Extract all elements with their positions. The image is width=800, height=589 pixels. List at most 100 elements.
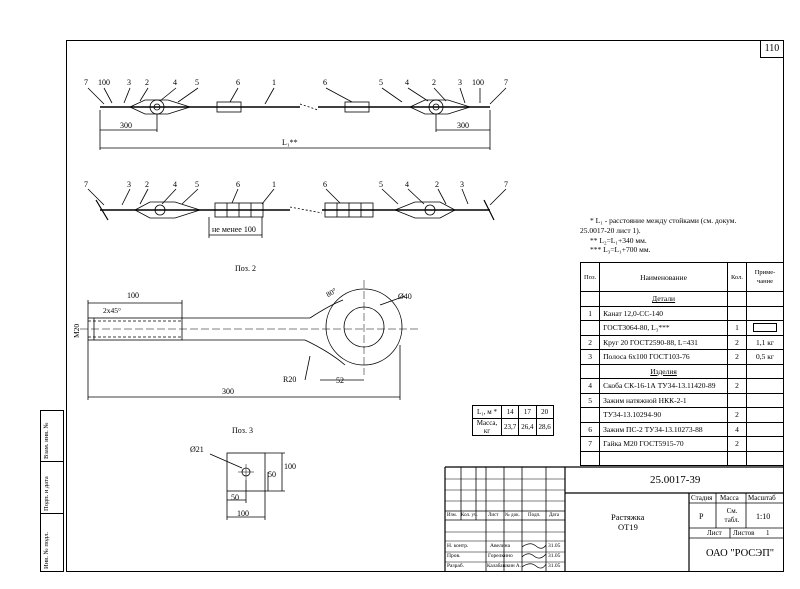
lbl-mid-6a: 6 [236,180,240,189]
tb-stage-header: Стадия [691,494,713,502]
lbl-top-1: 1 [272,78,276,87]
tb-name-3: Калабашкин А. [487,563,521,569]
lbl-top-2a: 2 [145,78,149,87]
tb-stage-value: Р [699,512,704,521]
spec-header-qty: Кол. [726,262,748,292]
note-line-4: *** L₃=L₁+700 мм. [590,245,651,254]
spec-section-products: Изделия [599,363,728,379]
spec-item-name: ТУ34-13.10294-90 [599,407,728,423]
note-line-1: * L₁ - расстояние между стойками (см. до… [590,216,737,225]
spec-qty: 2 [726,334,748,350]
tb-h-izm: Изм. [447,513,457,518]
spec-item-name: Гайка М20 ГОСТ5915-70 [599,436,728,452]
pos3-title: Поз. 3 [232,426,253,435]
pos2-title: Поз. 2 [235,264,256,273]
dim-300-left: 300 [120,121,132,130]
mass-header-14: 14 [500,405,520,419]
dim-l1: L₁** [282,138,298,147]
lbl-top-4b: 4 [405,78,409,87]
spec-qty: 1 [726,320,748,336]
lbl-mid-3a: 3 [127,180,131,189]
mass-header-20: 20 [535,405,554,419]
spec-item-name: Полоса 6х100 ГОСТ103-76 [599,349,728,365]
tb-sheet-header: Лист [707,529,722,537]
spec-item-name: Канат 12,0-СС-140 [599,305,728,321]
lbl-top-5b: 5 [379,78,383,87]
spec-header-pos: Поз. [579,262,601,292]
signature-marks [521,543,547,569]
spec-header-note: Приме-чание [746,262,784,292]
tb-sheets-value: 1 [766,529,770,537]
spec-item-name: ГОСТ3064-80, L₃*** [599,320,728,336]
dim-300-right: 300 [457,121,469,130]
pos3-dim-100-h: 100 [237,509,249,518]
tb-role-prov: Пров. [447,553,461,559]
pos3-dim-50-h: 50 [231,493,239,502]
spec-pos: 6 [579,421,601,437]
spec-note: 1,1 кг [746,334,784,350]
spec-item-name: Зажим натяжной НКК-2-1 [599,392,728,408]
note-line-3: ** L₂=L₁+340 мм. [590,236,647,245]
specification-table: Поз. Наименование Кол. Приме-чание Детал… [579,262,784,466]
lbl-mid-2b: 2 [435,180,439,189]
spec-pos: 7 [579,436,601,452]
lbl-mid-7b: 7 [504,180,508,189]
tb-date-2: 31.05 [548,553,561,559]
pos2-r20: R20 [283,375,297,384]
lbl-mid-4a: 4 [173,180,177,189]
mass-row-label: Масса, кг [472,418,502,436]
page-number: 110 [760,41,783,58]
dim-min-100: не менее 100 [212,225,256,234]
lbl-top-7a: 7 [84,78,88,87]
lbl-mid-1: 1 [272,180,276,189]
pos2-m20: M20 [72,323,81,338]
spec-section-parts: Детали [599,291,728,307]
side-strip: Взам. инв. № Подп. и дата Инв. № подл. [40,410,64,572]
drawing-title-1: Растяжка [611,512,645,522]
tb-date-1: 31.05 [548,543,561,549]
lbl-top-7b: 7 [504,78,508,87]
mass-table: L₁, м * 14 17 20 Масса, кг 23,7 26,4 28,… [472,405,554,436]
lbl-top-5a: 5 [195,78,199,87]
spec-qty: 2 [726,407,748,423]
lbl-top-100a: 100 [98,78,110,87]
tb-h-kol: Кол. уч. [461,513,478,518]
lbl-mid-6b: 6 [323,180,327,189]
tb-mass-header: Масса [720,494,739,502]
document-code: 25.0017-39 [650,474,701,486]
pos2-d40: Ø40 [398,292,412,301]
drawing-title-2: ОТ19 [618,522,638,532]
side-cell-podp [41,461,63,514]
lbl-top-3a: 3 [127,78,131,87]
organization-name: ОАО "РОСЭП" [706,548,775,559]
spec-pos: 2 [579,334,601,350]
spec-item-name: Круг 20 ГОСТ2590-88, L=431 [599,334,728,350]
lbl-mid-7a: 7 [84,180,88,189]
lbl-mid-2a: 2 [145,180,149,189]
tb-date-3: 31.05 [548,563,561,569]
spec-item-name: Скоба СК-16-1А ТУ34-13.11420-89 [599,378,728,394]
lbl-top-2b: 2 [432,78,436,87]
tb-role-razrab: Разраб. [447,563,465,569]
lbl-top-6b: 6 [323,78,327,87]
pos2-dim-52: 52 [336,376,344,385]
lbl-top-3b: 3 [458,78,462,87]
lbl-mid-5b: 5 [379,180,383,189]
tb-h-list: Лист [488,513,499,518]
tb-h-doc: № док. [505,513,520,518]
tb-h-podp: Подп. [528,513,541,518]
pos2-dim-100: 100 [127,291,139,300]
spec-qty: 2 [726,349,748,365]
mass-header-l1: L₁, м * [472,405,502,419]
tb-name-2: Горелкино [488,553,513,559]
spec-pos: 1 [579,305,601,321]
note-line-2: 25.0017-20 лист 1). [580,226,641,235]
pos2-dim-300: 300 [222,387,234,396]
spec-note: 0,5 кг [746,349,784,365]
tb-sheets-header: Листов [733,529,755,537]
pos3-dim-50-v: 50 [268,470,276,479]
tb-name-1: Авелина [490,543,511,549]
drawing-sheet: 110 [66,40,784,572]
mass-value-3: 28,6 [535,418,554,436]
